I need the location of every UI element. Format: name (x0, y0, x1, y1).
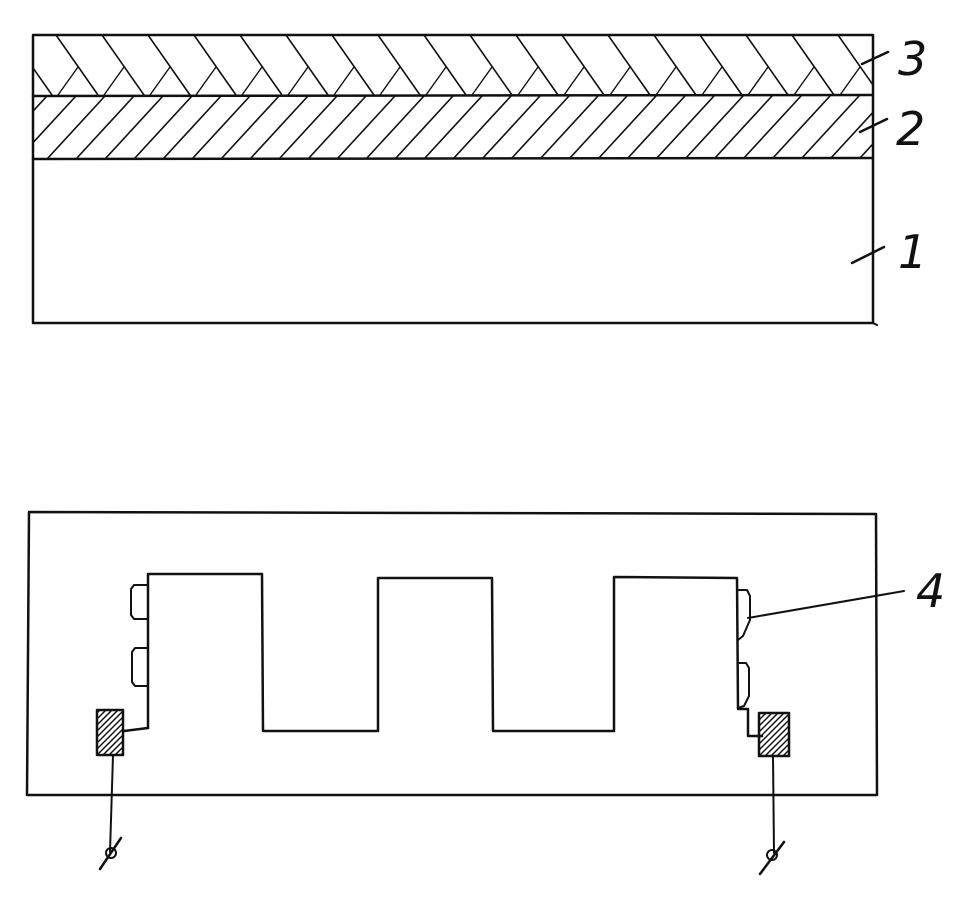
layer-2-bottom-edge (31, 156, 875, 161)
terminal-left (105, 847, 117, 859)
layer-2-hatch (33, 96, 873, 159)
substrate-outline (25, 510, 879, 797)
stack-right-tail (872, 322, 878, 326)
leader-layer-2 (858, 117, 889, 134)
layer-stack-outline (31, 33, 875, 325)
leader-layer-1 (850, 245, 886, 265)
label-layer-2: 2 (896, 102, 925, 156)
meander-left-lead (122, 726, 150, 733)
label-callout-4: 4 (916, 564, 945, 618)
lead-wire-left (109, 754, 114, 853)
tab-left-upper (130, 584, 149, 620)
leader-callout-4 (747, 590, 905, 619)
layer-3-hatch (33, 35, 873, 96)
plan-view: 4 (25, 510, 945, 876)
label-layer-3: 3 (898, 32, 927, 86)
cross-section-view: 3 2 1 (31, 32, 927, 326)
label-layer-1: 1 (898, 225, 927, 279)
meander-element (146, 572, 764, 738)
pad-left (95, 708, 125, 757)
leader-layer-3 (860, 50, 890, 66)
tab-right-lower (737, 662, 750, 709)
terminal-right-slash (758, 840, 786, 876)
pad-right (757, 711, 791, 758)
tab-right-upper (737, 589, 751, 641)
tab-left-lower (131, 647, 149, 687)
lead-wire-right (772, 755, 775, 854)
terminal-left-slash (98, 836, 123, 871)
layer-3-bottom-edge (31, 93, 875, 98)
